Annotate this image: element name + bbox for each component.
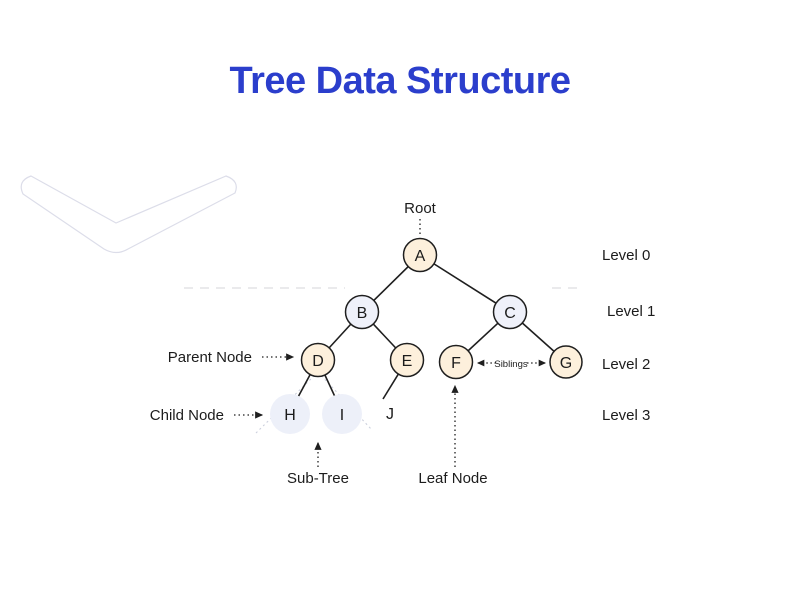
node-C-label: C	[504, 305, 516, 322]
subtree-outline	[255, 371, 373, 434]
level-labels: Level 0 Level 1 Level 2 Level 3	[602, 247, 655, 424]
node-letters: A B C D E F G H I J	[284, 248, 572, 424]
node-D-label: D	[312, 353, 324, 370]
node-H-halo	[270, 394, 310, 434]
parent-node-label: Parent Node	[168, 349, 252, 366]
level-2-label: Level 2	[602, 356, 650, 373]
node-F	[438, 344, 474, 380]
node-B	[344, 294, 380, 330]
leaf-node-label: Leaf Node	[418, 470, 487, 487]
node-F-label: F	[451, 355, 461, 372]
node-J-label: J	[386, 406, 394, 423]
node-E-label: E	[402, 353, 413, 370]
root-label: Root	[404, 200, 437, 217]
tree-nodes	[300, 237, 583, 380]
child-node-label: Child Node	[150, 407, 224, 424]
node-H-label: H	[284, 407, 296, 424]
node-I-halo	[322, 394, 362, 434]
node-E	[389, 342, 425, 378]
level-0-label: Level 0	[602, 247, 650, 264]
level-1-label: Level 1	[607, 303, 655, 320]
level-3-label: Level 3	[602, 407, 650, 424]
node-G	[549, 345, 583, 379]
node-C	[492, 294, 528, 330]
node-A-label: A	[415, 248, 426, 265]
edge-A-C	[419, 254, 511, 313]
node-G-label: G	[560, 355, 572, 372]
siblings-label: Siblings	[494, 359, 528, 370]
sub-tree-label: Sub-Tree	[287, 470, 349, 487]
page-title: Tree Data Structure	[229, 60, 571, 102]
node-D	[300, 342, 336, 378]
node-I-label: I	[340, 407, 344, 424]
node-A	[402, 237, 438, 273]
node-B-label: B	[357, 305, 368, 322]
chevron-watermark-shape	[20, 175, 237, 254]
tree-edges	[289, 254, 567, 413]
